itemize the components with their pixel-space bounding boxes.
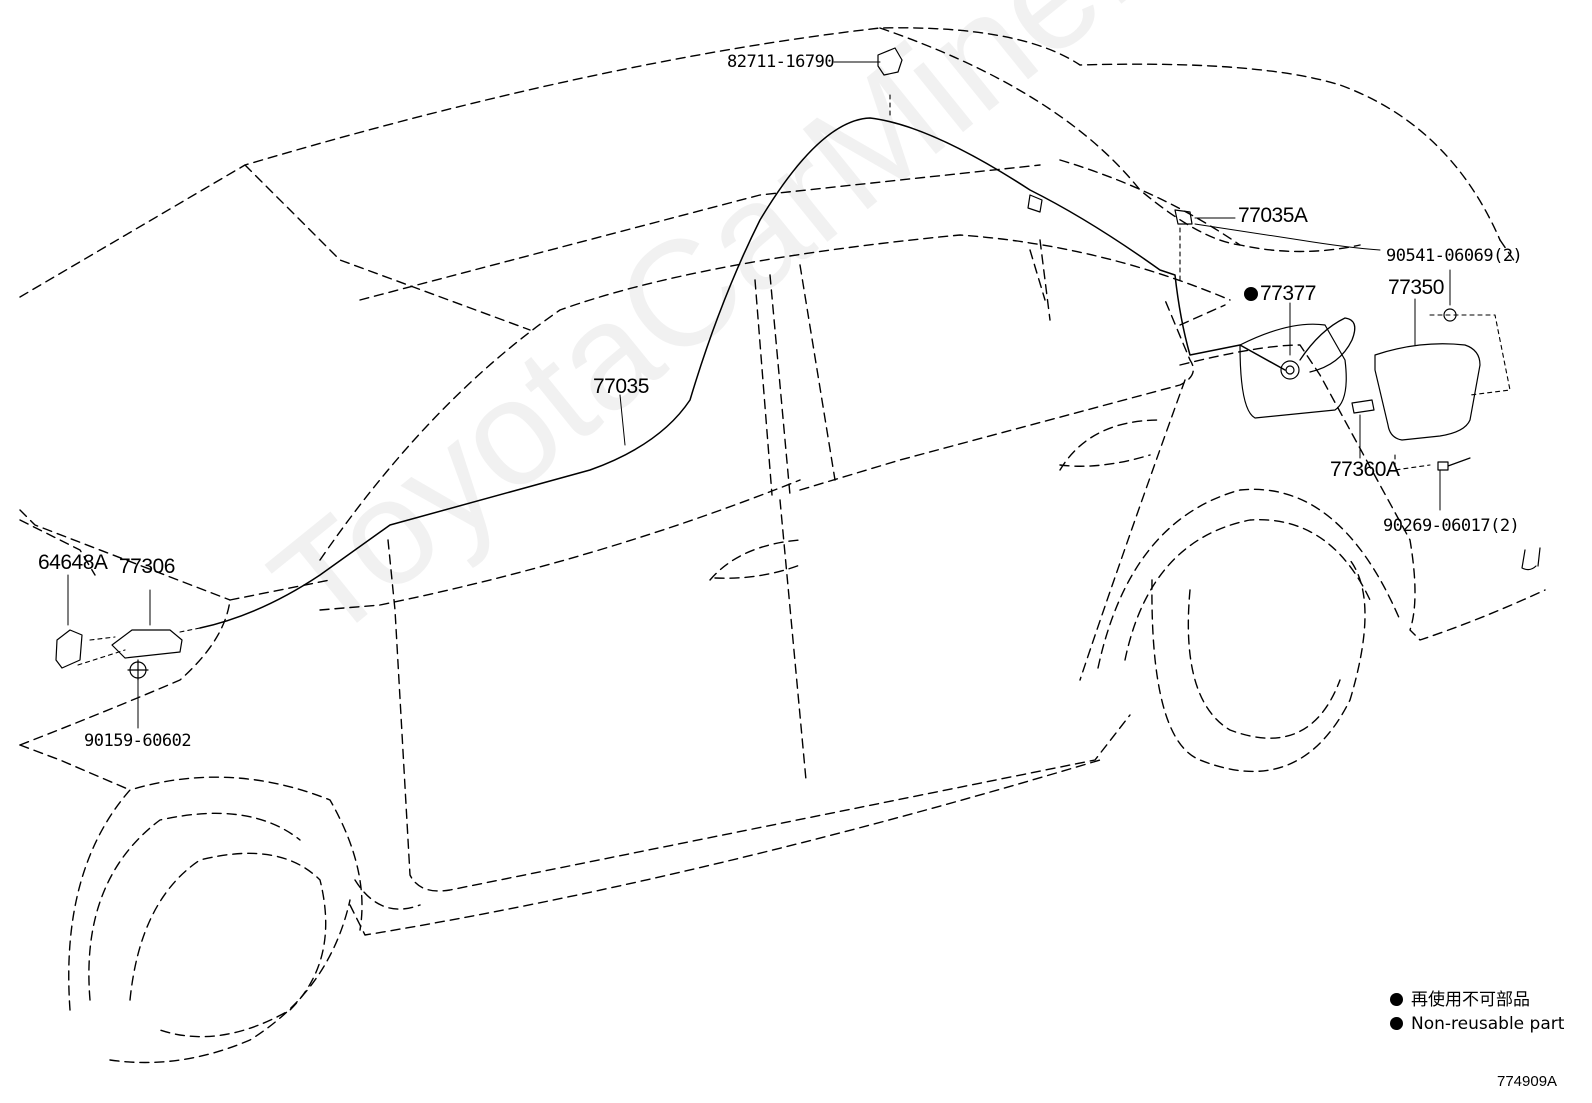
clamp-77035A	[1174, 209, 1193, 225]
fuel-inlet-box	[1239, 323, 1347, 419]
callout-77360A[interactable]: 77360A	[1330, 458, 1400, 481]
callout-82711-16790[interactable]: 82711-16790	[727, 52, 835, 72]
non-reusable-dot-icon	[1390, 993, 1403, 1006]
parts-shapes	[55, 47, 1541, 681]
callout-64648A[interactable]: 64648A	[38, 551, 108, 574]
callout-90269-06017[interactable]: 90269-06017(2)	[1383, 516, 1520, 536]
phantom-body-lines	[19, 27, 1546, 1064]
callout-77035A[interactable]: 77035A	[1238, 204, 1308, 227]
legend-row-en: Non-reusable part	[1390, 1012, 1564, 1036]
screw-90269	[1437, 457, 1471, 471]
handle-77306	[111, 629, 183, 659]
non-reusable-dot-icon	[1244, 287, 1258, 301]
legend: 再使用不可部品 Non-reusable part	[1390, 988, 1564, 1036]
callout-90159-60602[interactable]: 90159-60602	[84, 731, 192, 751]
diagram-code: 774909A	[1497, 1073, 1558, 1090]
callout-leaders	[67, 61, 1451, 729]
callout-77306[interactable]: 77306	[119, 555, 175, 578]
callout-77377[interactable]: 77377	[1244, 283, 1316, 304]
callout-90541-06069[interactable]: 90541-06069(2)	[1386, 246, 1523, 266]
clamp-82711	[877, 47, 903, 76]
callout-77035[interactable]: 77035	[593, 375, 649, 398]
dashed-leaders	[77, 94, 1511, 666]
bracket-64648A	[55, 629, 83, 669]
legend-row-jp: 再使用不可部品	[1390, 988, 1564, 1012]
clip-90541	[1443, 308, 1457, 322]
part-77360A	[1351, 399, 1375, 414]
rear-badge	[1521, 547, 1541, 571]
non-reusable-dot-icon	[1390, 1017, 1403, 1030]
callout-77350[interactable]: 77350	[1388, 276, 1444, 299]
lock-77377	[1280, 360, 1300, 380]
fuel-lid-77350	[1374, 343, 1481, 441]
cable-clip	[1027, 194, 1043, 213]
